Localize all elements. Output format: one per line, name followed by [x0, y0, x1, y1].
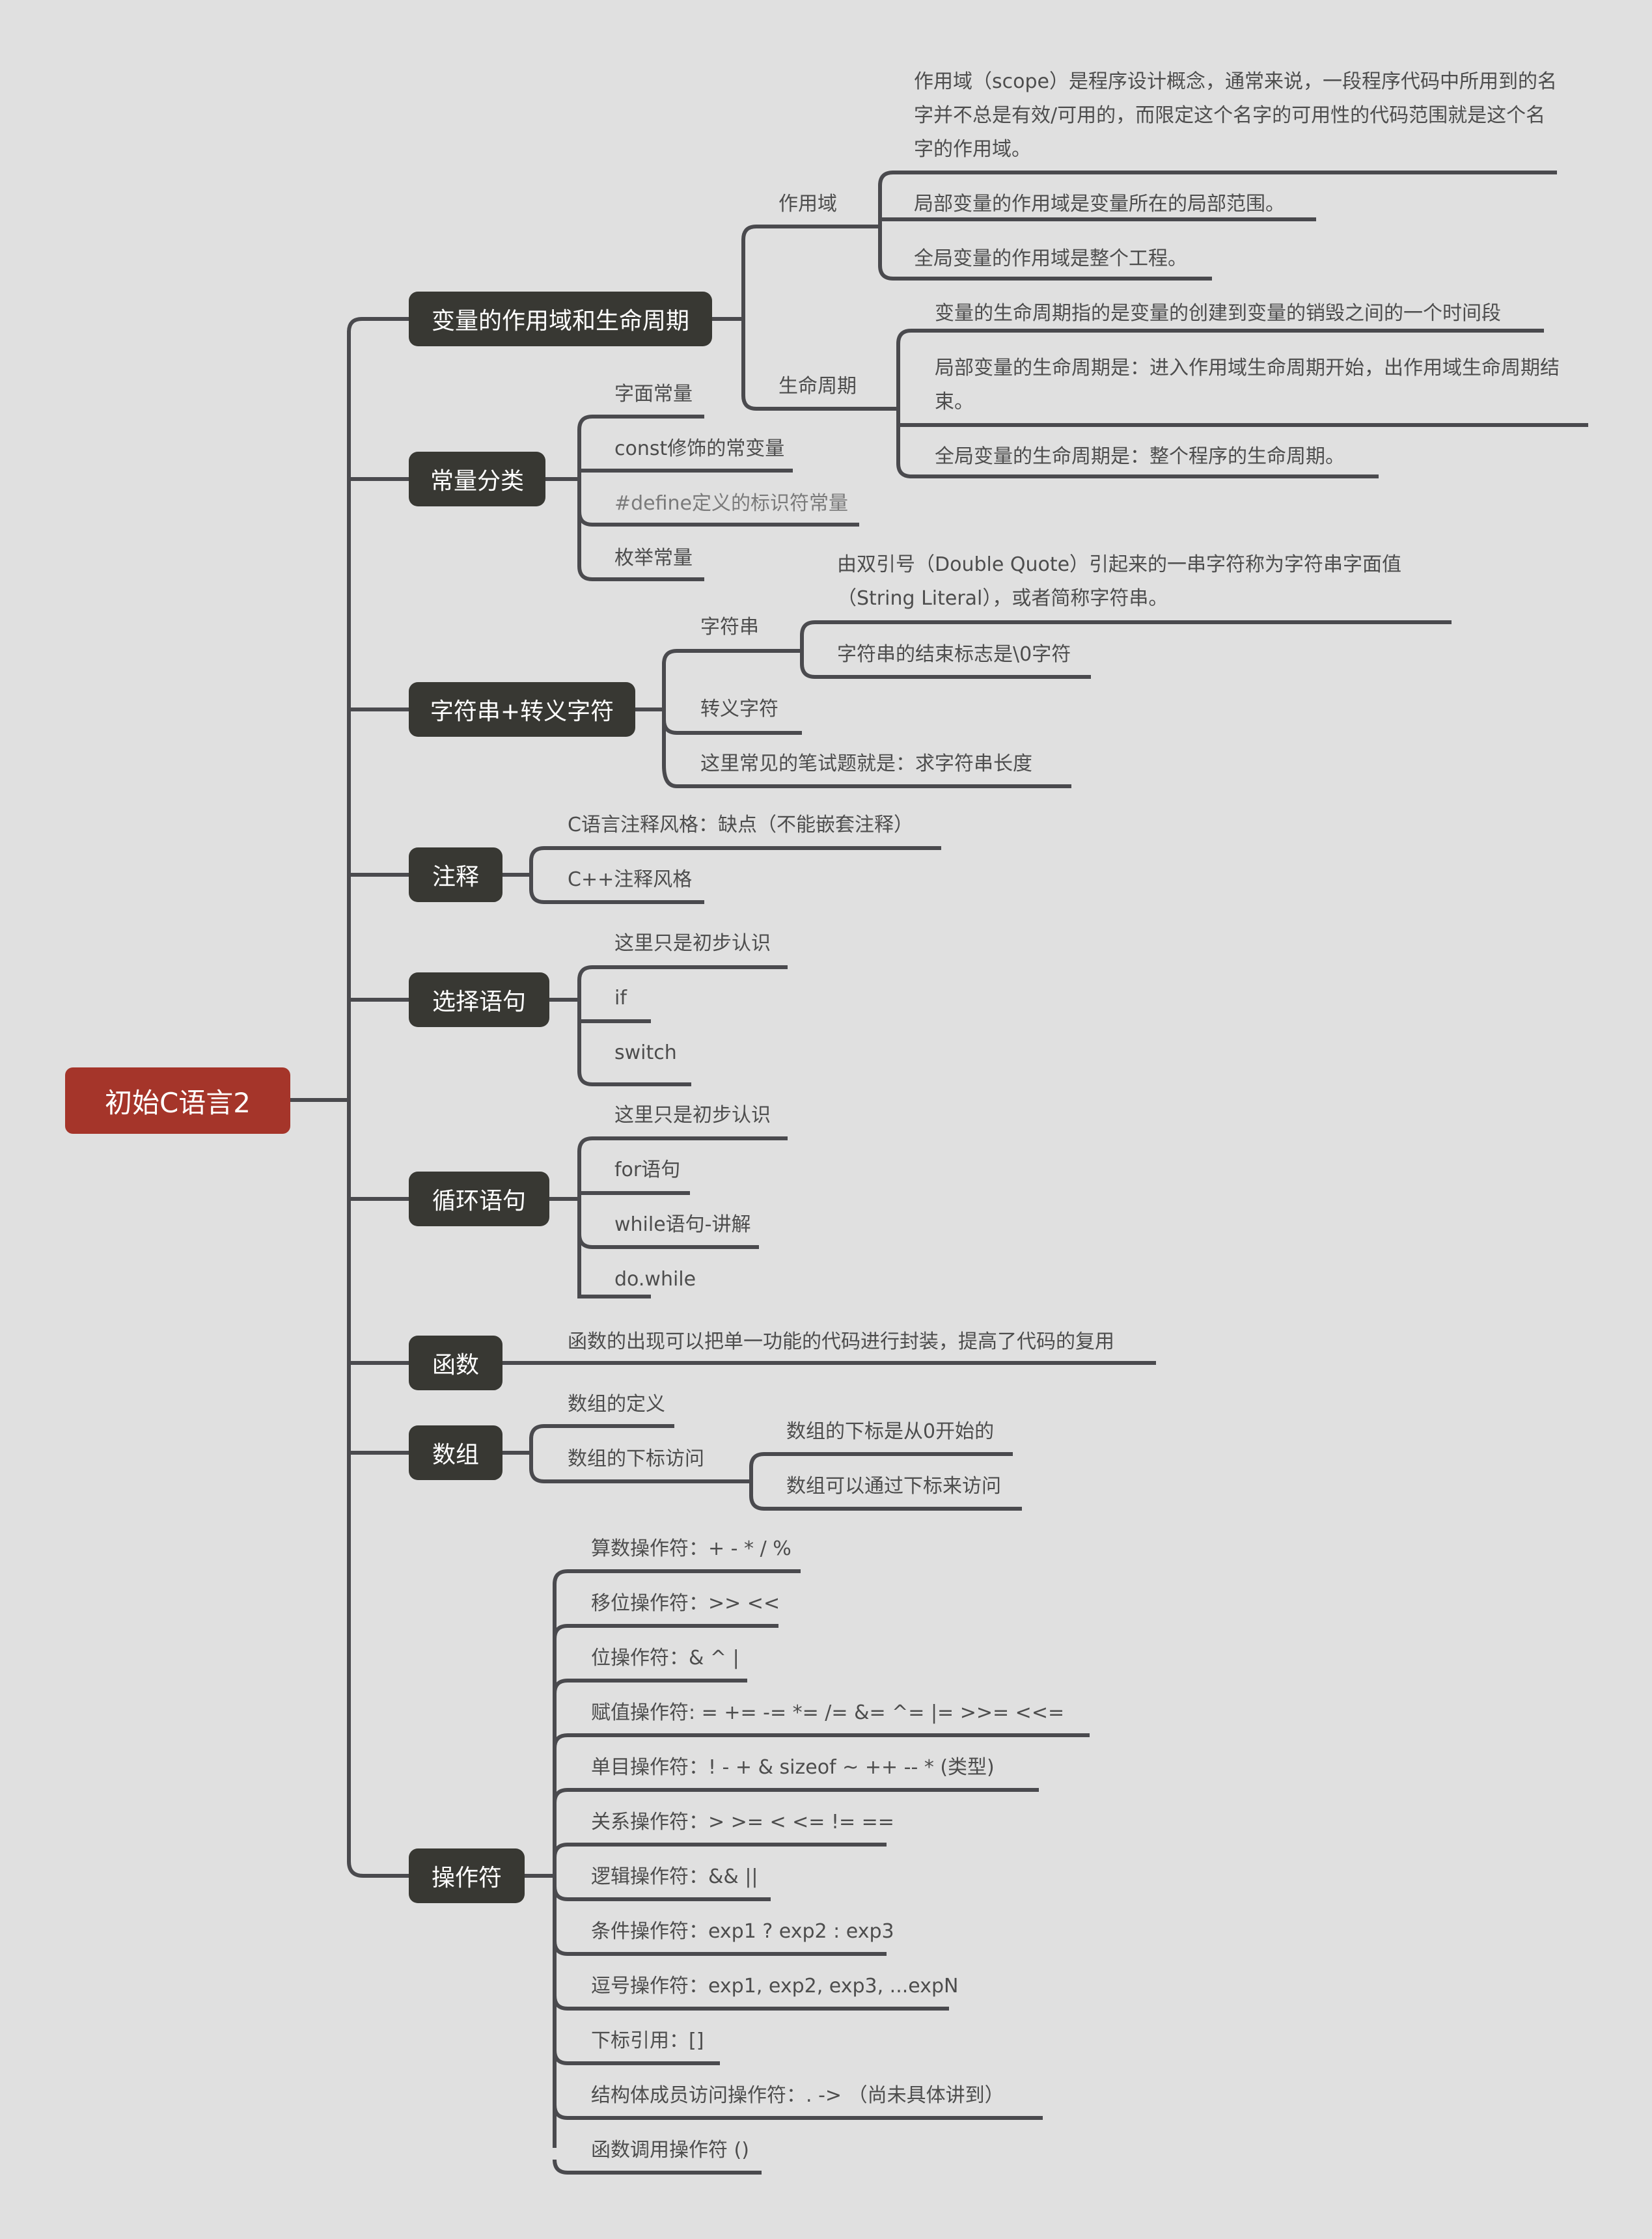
operator-relational[interactable]: 关系操作符：> >= < <= != ==	[591, 1811, 894, 1834]
subtopic-escape-chars[interactable]: 转义字符	[700, 698, 778, 721]
lifetime-definition-note[interactable]: 变量的生命周期指的是变量的创建到变量的销毁之间的一个时间段	[935, 302, 1501, 325]
operator-shift[interactable]: 移位操作符：>> <<	[591, 1592, 780, 1615]
topic-comments[interactable]: 注释	[409, 847, 502, 902]
constant-const-variable[interactable]: const修饰的常变量	[614, 437, 785, 460]
comment-c-style[interactable]: C语言注释风格：缺点（不能嵌套注释）	[568, 814, 913, 836]
topic-string-escape[interactable]: 字符串+转义字符	[409, 682, 635, 737]
array-index-access[interactable]: 数组的下标访问	[568, 1448, 704, 1470]
operator-subscript[interactable]: 下标引用：[]	[591, 2029, 704, 2052]
lifetime-global-note[interactable]: 全局变量的生命周期是：整个程序的生命周期。	[935, 445, 1345, 468]
constant-enum[interactable]: 枚举常量	[614, 547, 693, 570]
operator-logical[interactable]: 逻辑操作符：&& ||	[591, 1865, 758, 1888]
string-definition-note[interactable]: 由双引号（Double Quote）引起来的一串字符称为字符串字面值（Strin…	[837, 553, 1402, 610]
scope-local-note[interactable]: 局部变量的作用域是变量所在的局部范围。	[914, 193, 1285, 215]
scope-global-note[interactable]: 全局变量的作用域是整个工程。	[914, 247, 1187, 270]
topic-functions[interactable]: 函数	[409, 1336, 502, 1390]
function-reuse-note[interactable]: 函数的出现可以把单一功能的代码进行封装，提高了代码的复用	[568, 1330, 1114, 1353]
loop-while[interactable]: while语句-讲解	[614, 1213, 751, 1236]
topic-constant-types[interactable]: 常量分类	[409, 452, 545, 506]
loop-intro-note[interactable]: 这里只是初步认识	[614, 1104, 771, 1127]
selection-intro-note[interactable]: 这里只是初步认识	[614, 932, 771, 955]
array-access-by-index-note[interactable]: 数组可以通过下标来访问	[786, 1475, 1001, 1498]
operator-comma[interactable]: 逗号操作符：exp1, exp2, exp3, ...expN	[591, 1975, 959, 1998]
operator-assignment[interactable]: 赋值操作符: = += -= *= /= &= ^= |= >>= <<=	[591, 1701, 1065, 1724]
subtopic-lifetime[interactable]: 生命周期	[778, 375, 857, 398]
selection-if[interactable]: if	[614, 987, 627, 1010]
operator-arithmetic[interactable]: 算数操作符：+ - * / %	[591, 1537, 792, 1560]
string-terminator-note[interactable]: 字符串的结束标志是\0字符	[837, 643, 1071, 666]
scope-definition-note[interactable]: 作用域（scope）是程序设计概念，通常来说，一段程序代码中所用到的名字并不总是…	[914, 70, 1557, 161]
subtopic-scope[interactable]: 作用域	[778, 193, 837, 215]
loop-for[interactable]: for语句	[614, 1159, 681, 1181]
subtopic-string[interactable]: 字符串	[700, 616, 759, 639]
constant-literal[interactable]: 字面常量	[614, 383, 693, 405]
operator-unary[interactable]: 单目操作符：! - + & sizeof ~ ++ -- * (类型)	[591, 1756, 995, 1779]
operator-member-access[interactable]: 结构体成员访问操作符：. -> （尚未具体讲到）	[591, 2084, 1004, 2107]
selection-switch[interactable]: switch	[614, 1041, 677, 1064]
loop-do-while[interactable]: do.while	[614, 1268, 696, 1291]
operator-bitwise[interactable]: 位操作符：& ^ |	[591, 1647, 739, 1669]
lifetime-local-note[interactable]: 局部变量的生命周期是：进入作用域生命周期开始，出作用域生命周期结束。	[935, 357, 1560, 413]
topic-loop-statements[interactable]: 循环语句	[409, 1172, 549, 1226]
operator-conditional[interactable]: 条件操作符：exp1 ? exp2 : exp3	[591, 1920, 894, 1943]
operator-function-call[interactable]: 函数调用操作符 ()	[591, 2139, 749, 2162]
comment-cpp-style[interactable]: C++注释风格	[568, 868, 693, 891]
topic-selection-statements[interactable]: 选择语句	[409, 972, 549, 1027]
constant-define[interactable]: #define定义的标识符常量	[614, 492, 849, 515]
topic-variable-scope-lifetime[interactable]: 变量的作用域和生命周期	[409, 292, 712, 346]
array-index-zero-note[interactable]: 数组的下标是从0开始的	[786, 1420, 995, 1443]
array-definition[interactable]: 数组的定义	[568, 1393, 665, 1416]
topic-arrays[interactable]: 数组	[409, 1425, 502, 1480]
root-node[interactable]: 初始C语言2	[65, 1067, 290, 1134]
string-length-exam-note[interactable]: 这里常见的笔试题就是：求字符串长度	[700, 752, 1032, 775]
topic-operators[interactable]: 操作符	[409, 1848, 525, 1903]
